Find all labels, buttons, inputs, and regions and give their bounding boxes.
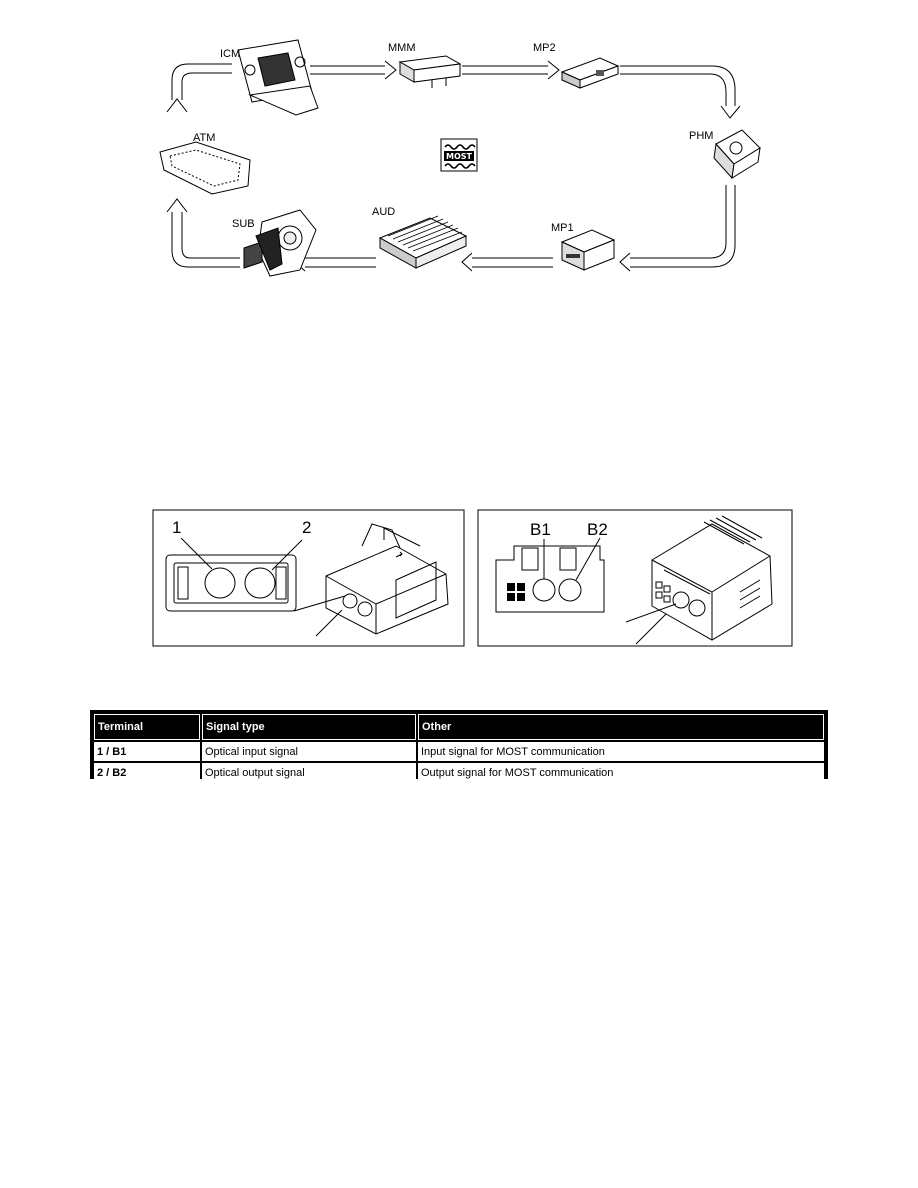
atm-label: ATM: [193, 132, 215, 144]
mp1-module: MP1: [551, 222, 616, 271]
cell-terminal: 2 / B2: [94, 763, 200, 782]
sub-label: SUB: [232, 218, 255, 230]
pin-b1-label: B1: [530, 520, 551, 539]
cell-signal-type: Optical input signal: [202, 742, 416, 761]
aud-module: AUD: [372, 206, 468, 269]
most-logo-icon: MOST: [440, 138, 478, 172]
signal-ring-arrows: [166, 60, 741, 272]
most-logo-text: MOST: [446, 152, 473, 161]
mmm-label: MMM: [388, 42, 416, 54]
cell-terminal: 1 / B1: [94, 742, 200, 761]
connector-b1-b2: B1 B2: [477, 509, 793, 647]
mmm-module: MMM: [388, 42, 462, 88]
header-signal-type: Signal type: [202, 714, 416, 740]
connector-diagram: 1 2 B1 B2: [152, 509, 793, 647]
connector-1-2: 1 2: [152, 509, 465, 647]
atm-module: ATM: [159, 132, 251, 195]
table-header-row: Terminal Signal type Other: [94, 714, 824, 740]
pin-1-label: 1: [172, 518, 181, 537]
sub-module: SUB: [232, 209, 317, 277]
pin-2-circle: [244, 567, 276, 599]
pin-b2-label: B2: [587, 520, 608, 539]
mp2-module: MP2: [533, 42, 620, 89]
header-terminal: Terminal: [94, 714, 200, 740]
mp2-label: MP2: [533, 42, 556, 54]
table-row: 2 / B2 Optical output signal Output sign…: [94, 763, 824, 782]
header-other: Other: [418, 714, 824, 740]
pin-2-label: 2: [302, 518, 311, 537]
pin-b2-circle: [558, 578, 582, 602]
table-row: 1 / B1 Optical input signal Input signal…: [94, 742, 824, 761]
cell-other: Input signal for MOST communication: [418, 742, 824, 761]
phm-label: PHM: [689, 130, 713, 142]
pin-b1-circle: [532, 578, 556, 602]
mp1-label: MP1: [551, 222, 574, 234]
most-ring-diagram: ICM MMM MP2 PHM MP1: [159, 39, 761, 277]
icm-module: ICM: [220, 39, 319, 116]
phm-module: PHM: [689, 129, 761, 180]
icm-label: ICM: [220, 48, 240, 60]
pin-1-circle: [204, 567, 236, 599]
cell-other: Output signal for MOST communication: [418, 763, 824, 782]
aud-label: AUD: [372, 206, 395, 218]
terminal-table-frame: Terminal Signal type Other 1 / B1 Optica…: [90, 710, 828, 782]
cell-signal-type: Optical output signal: [202, 763, 416, 782]
terminal-table: Terminal Signal type Other 1 / B1 Optica…: [92, 712, 826, 784]
